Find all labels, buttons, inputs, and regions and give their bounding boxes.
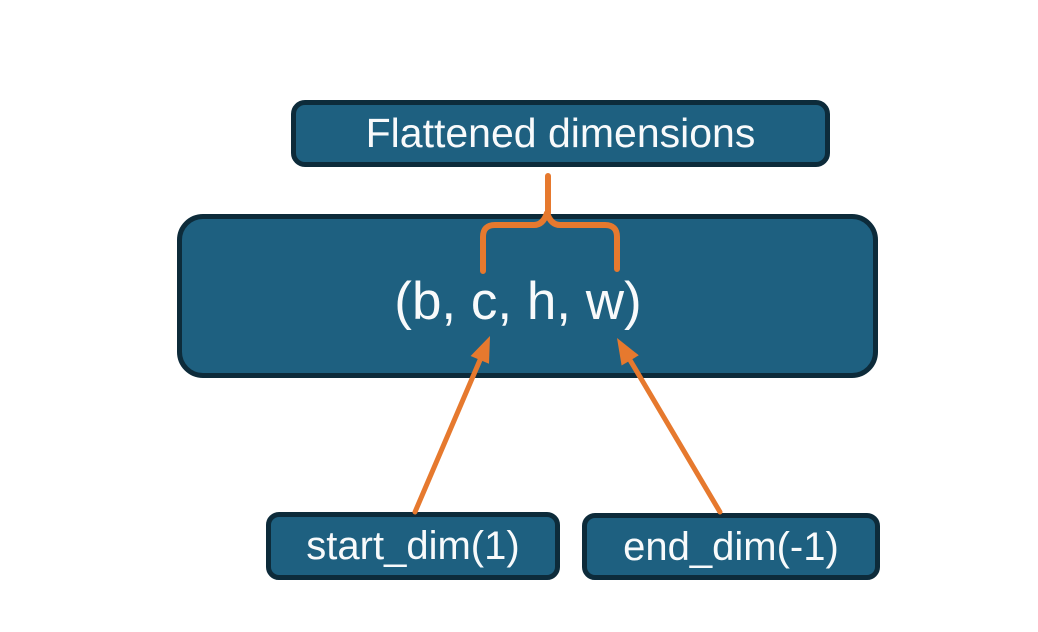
- node-tensor-shape-tuple-label: (b, c, h, w): [394, 271, 642, 331]
- node-end-dim: end_dim(-1): [582, 513, 880, 580]
- node-flattened-dimensions-label: Flattened dimensions: [365, 110, 756, 156]
- end-dim-arrow-line: [627, 357, 723, 515]
- node-end-dim-label: end_dim(-1): [623, 524, 839, 569]
- node-start-dim-label: start_dim(1): [306, 524, 520, 568]
- start-dim-arrow-line: [412, 357, 483, 515]
- node-tensor-shape-tuple: (b, c, h, w): [177, 214, 878, 378]
- node-flattened-dimensions: Flattened dimensions: [291, 100, 830, 167]
- node-start-dim: start_dim(1): [266, 512, 560, 580]
